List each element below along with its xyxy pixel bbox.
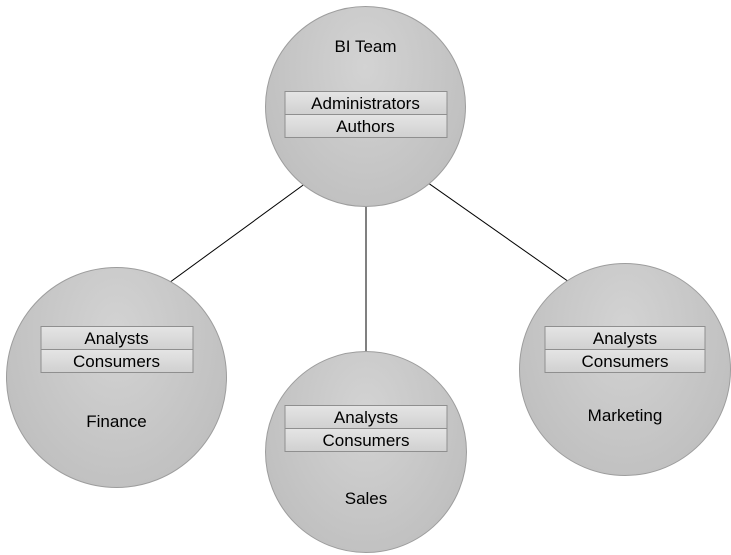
role-box-analysts: Analysts: [544, 326, 706, 350]
role-stack-sales: Analysts Consumers: [284, 405, 448, 452]
role-box-authors: Authors: [284, 114, 447, 138]
role-box-analysts: Analysts: [40, 326, 193, 350]
role-box-consumers: Consumers: [544, 349, 706, 373]
role-stack-marketing: Analysts Consumers: [544, 326, 706, 373]
role-stack-finance: Analysts Consumers: [40, 326, 193, 373]
node-finance: Analysts Consumers Finance: [6, 267, 227, 488]
node-title-finance: Finance: [86, 412, 147, 431]
role-box-administrators: Administrators: [284, 91, 447, 115]
node-sales: Analysts Consumers Sales: [265, 351, 467, 553]
node-bi-team: BI Team Administrators Authors: [265, 6, 466, 207]
role-box-analysts: Analysts: [284, 405, 448, 429]
role-box-consumers: Consumers: [284, 428, 448, 452]
node-marketing: Analysts Consumers Marketing: [519, 263, 731, 476]
node-title-bi-team: BI Team: [334, 37, 397, 56]
role-box-consumers: Consumers: [40, 349, 193, 373]
role-stack-bi-team: Administrators Authors: [284, 91, 447, 138]
node-title-marketing: Marketing: [587, 406, 663, 425]
node-title-sales: Sales: [344, 489, 388, 508]
